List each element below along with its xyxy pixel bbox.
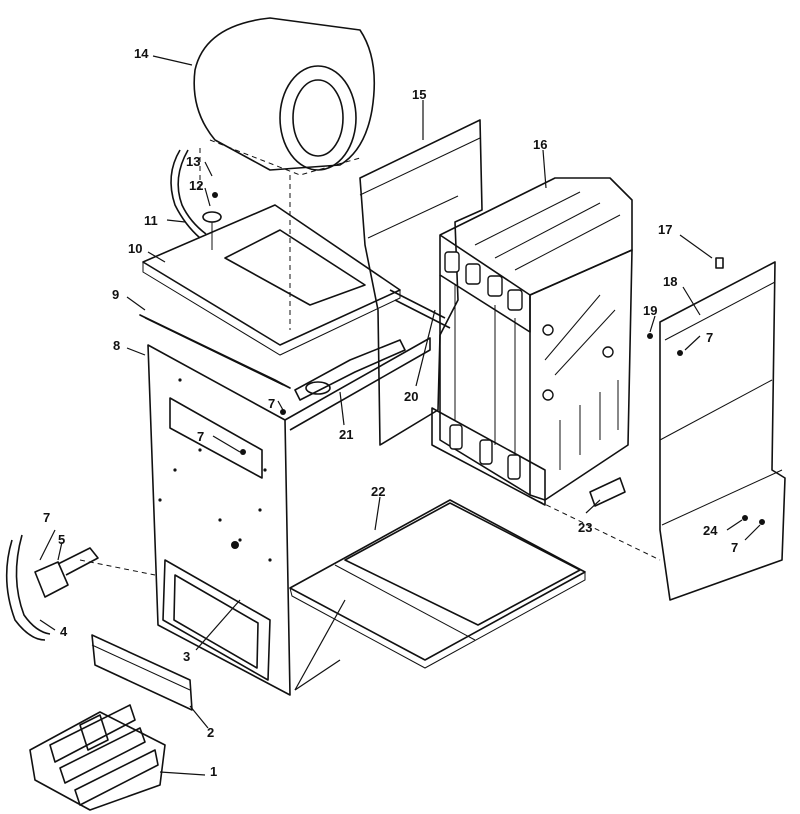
callout-7-bottom: 7 — [731, 540, 738, 555]
top-panel — [142, 149, 401, 356]
callout-4: 4 — [60, 624, 68, 639]
callout-14: 14 — [134, 46, 149, 61]
callout-12: 12 — [189, 178, 203, 193]
callout-5: 5 — [58, 532, 65, 547]
callout-7-cabinet-top: 7 — [268, 396, 275, 411]
leader-lines — [39, 55, 761, 776]
callout-7-cabinet: 7 — [197, 429, 204, 444]
bottom-panel — [289, 499, 586, 669]
callout-18: 18 — [663, 274, 677, 289]
callout-17: 17 — [658, 222, 672, 237]
callout-8: 8 — [113, 338, 120, 353]
side-wrapper-panel — [659, 261, 786, 601]
callout-2: 2 — [207, 725, 214, 740]
callout-1: 1 — [210, 764, 217, 779]
blower-assembly — [193, 17, 376, 190]
callout-13: 13 — [186, 154, 200, 169]
callout-11: 11 — [144, 213, 158, 228]
small-hardware — [240, 257, 765, 525]
door-latch — [5, 534, 156, 641]
callout-21: 21 — [339, 427, 353, 442]
front-rail — [91, 634, 193, 711]
callout-10: 10 — [128, 241, 142, 256]
callout-7-latch: 7 — [43, 510, 50, 525]
callouts: 1 2 3 4 5 7 7 7 7 7 8 9 10 11 12 13 14 1… — [43, 46, 738, 779]
top-rail — [139, 314, 291, 389]
burner-assembly — [29, 704, 166, 811]
callout-7-side: 7 — [706, 330, 713, 345]
burner-manifold — [294, 289, 451, 401]
callout-15: 15 — [412, 87, 426, 102]
callout-24: 24 — [703, 523, 718, 538]
callout-16: 16 — [533, 137, 547, 152]
callout-22: 22 — [371, 484, 385, 499]
callout-3: 3 — [183, 649, 190, 664]
callout-20: 20 — [404, 389, 418, 404]
callout-19: 19 — [643, 303, 657, 318]
rear-wrapper-panel — [359, 119, 483, 446]
callout-23: 23 — [578, 520, 592, 535]
callout-9: 9 — [112, 287, 119, 302]
small-bracket — [529, 477, 661, 561]
heat-exchanger — [431, 177, 633, 506]
front-cabinet — [147, 337, 431, 696]
